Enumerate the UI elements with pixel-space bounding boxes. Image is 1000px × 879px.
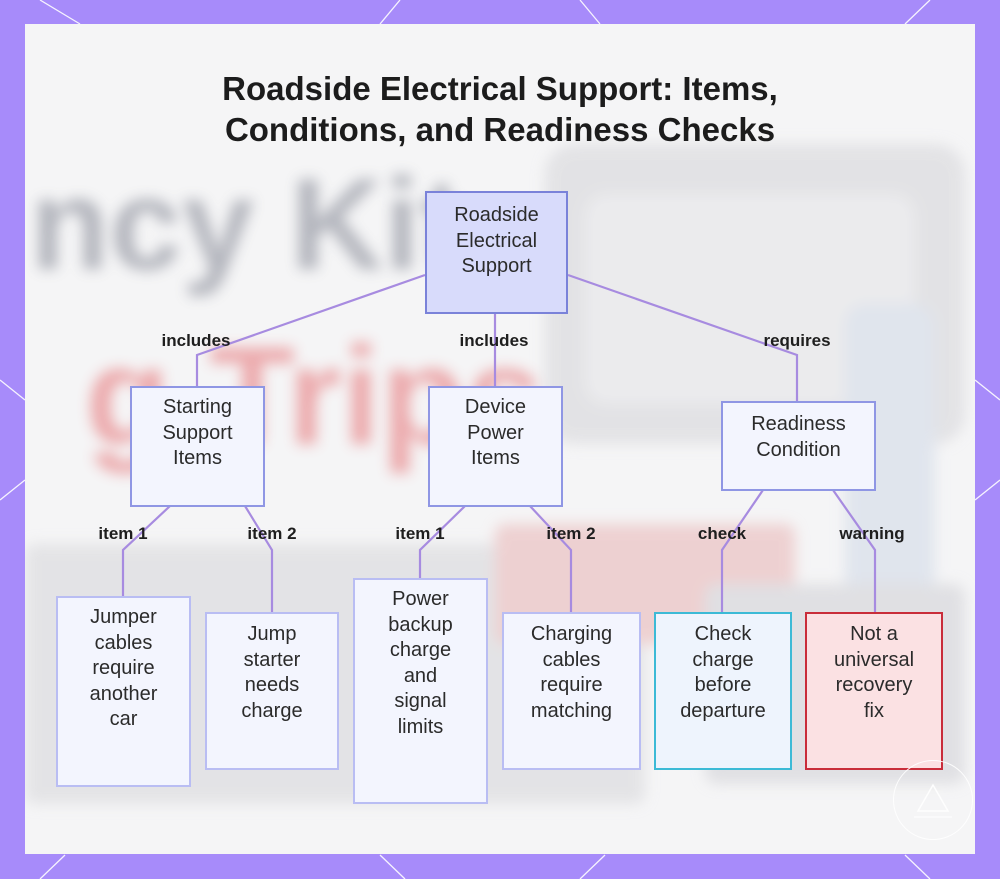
edge-label-requires: requires	[763, 331, 831, 350]
watermark-badge-icon	[893, 760, 973, 840]
watermark-triangle-icon	[914, 783, 952, 818]
edge-label-includes-1: includes	[161, 331, 231, 350]
edge-root-readiness	[567, 273, 799, 401]
edge-label-item-1-starting: item 1	[98, 524, 148, 543]
edge-readiness-check	[720, 489, 764, 612]
edge-label-item-1-device: item 1	[395, 524, 445, 543]
edge-label-warning: warning	[839, 524, 905, 543]
edge-label-item-2-starting: item 2	[247, 524, 297, 543]
edge-label-check: check	[697, 524, 747, 543]
edge-device-powerbackup	[418, 505, 466, 578]
edge-device-charging	[529, 505, 573, 612]
edge-starting-jumpstarter	[244, 505, 274, 612]
page-title-line-2: Conditions, and Readiness Checks	[224, 111, 776, 148]
edge-starting-jumper	[121, 505, 171, 597]
edge-root-starting	[195, 273, 426, 386]
edge-label-includes-2: includes	[459, 331, 529, 350]
edge-label-item-2-device: item 2	[546, 524, 596, 543]
kit-text-1: ncy Kit	[30, 151, 463, 297]
edge-readiness-warning	[832, 489, 877, 612]
page-title: Roadside Electrical Support: Items, Cond…	[0, 68, 1000, 150]
page-title-line-1: Roadside Electrical Support: Items,	[222, 70, 778, 107]
